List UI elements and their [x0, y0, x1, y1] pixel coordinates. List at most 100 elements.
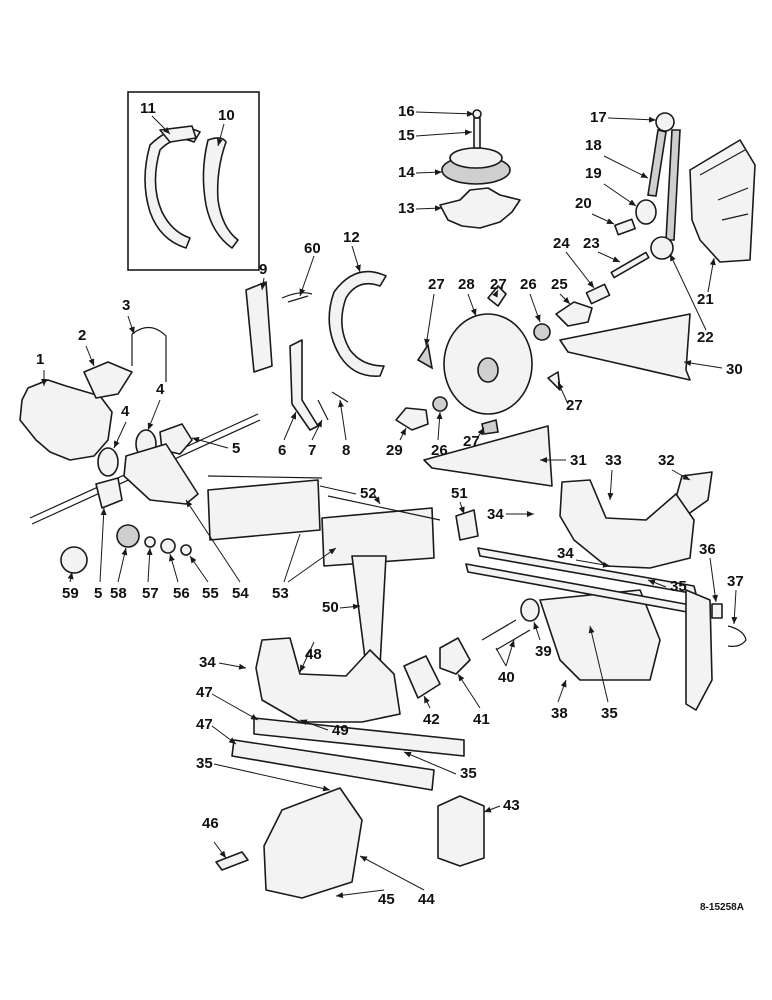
callout-37: 37: [727, 573, 744, 590]
part-58-sprocket: [116, 524, 140, 548]
part-11-shoe: [144, 127, 201, 249]
part-12-shoe: [328, 270, 387, 377]
callout-41: 41: [473, 711, 490, 728]
callout-44: 44: [418, 891, 435, 908]
callout-24: 24: [553, 235, 570, 252]
leader-lines: [41, 110, 738, 899]
callout-17: 17: [590, 109, 607, 126]
part-42-bracket: [403, 655, 441, 699]
inset-frame: [127, 91, 260, 271]
part-19-bushing: [635, 199, 657, 225]
part-15-bolt: [473, 117, 481, 149]
part-50-tube: [351, 555, 387, 667]
callout-11: 11: [140, 100, 156, 117]
callout-5-left: 5: [94, 585, 102, 602]
part-26-bearing-upper: [533, 323, 551, 341]
callout-15: 15: [398, 127, 415, 144]
callout-45: 45: [378, 891, 395, 908]
callout-16: 16: [398, 103, 415, 120]
part-43-bracket: [437, 795, 485, 867]
callout-57: 57: [142, 585, 159, 602]
callout-27-top: 27: [490, 276, 507, 293]
part-60-pin: [281, 292, 313, 303]
part-53-tube-lower: [321, 507, 435, 567]
part-25-bracket: [555, 301, 593, 327]
callout-53: 53: [272, 585, 289, 602]
callout-4-left: 4: [121, 403, 130, 420]
callout-23: 23: [583, 235, 600, 252]
callout-29: 29: [386, 442, 403, 459]
part-41-bearing: [439, 637, 471, 675]
part-13-plate: [439, 187, 521, 229]
callout-10: 10: [218, 107, 235, 124]
part-3-ubolt: [131, 326, 167, 382]
part-21-shield: [689, 139, 756, 263]
callout-2: 2: [78, 327, 86, 344]
callout-52: 52: [360, 485, 377, 502]
part-56-spacer: [160, 538, 176, 554]
callout-20: 20: [575, 195, 592, 212]
callout-40: 40: [498, 669, 515, 686]
callout-43: 43: [503, 797, 520, 814]
callout-47-lower: 47: [196, 716, 213, 733]
part-17-sprocket: [655, 112, 675, 132]
part-37-clip: [727, 625, 747, 647]
callout-27-right: 27: [566, 397, 583, 414]
part-47-bar-upper: [253, 717, 465, 757]
callout-54: 54: [232, 585, 249, 602]
callout-34-bottom: 34: [199, 654, 216, 671]
part-40-pins: [481, 619, 531, 651]
part-7-pin: [317, 399, 329, 421]
callout-26-top: 26: [520, 276, 537, 293]
callout-34-mid: 34: [557, 545, 574, 562]
callout-55: 55: [202, 585, 219, 602]
part-29-bearing: [395, 407, 429, 431]
part-23-shaft: [610, 251, 650, 279]
callout-36: 36: [699, 541, 716, 558]
callout-31: 31: [570, 452, 587, 469]
part-44-shoe: [263, 787, 363, 899]
part-52-rod-a: [207, 475, 323, 479]
callout-25: 25: [551, 276, 568, 293]
callout-35-mid: 35: [460, 765, 477, 782]
part-8-bolt: [331, 391, 349, 403]
part-2-plate: [83, 361, 133, 399]
callout-32: 32: [658, 452, 675, 469]
callout-35-left: 35: [196, 755, 213, 772]
part-46-key: [215, 851, 249, 871]
callout-39: 39: [535, 643, 552, 660]
callout-60: 60: [304, 240, 321, 257]
callout-19: 19: [585, 165, 602, 182]
callout-58: 58: [110, 585, 127, 602]
part-59-sprocket: [60, 546, 88, 574]
part-33-frame: [559, 479, 695, 569]
part-5-bearing-left: [95, 477, 123, 509]
part-26-bearing-lower: [432, 396, 448, 412]
callout-12: 12: [343, 229, 360, 246]
part-31-trough: [423, 425, 553, 487]
part-51-coupler: [455, 509, 479, 541]
callout-34-top: 34: [487, 506, 504, 523]
callout-labels: 11 10 16 15 14 13 17 18 19 20 23 24 21 2…: [36, 100, 744, 913]
callout-27-top-left: 27: [428, 276, 445, 293]
part-48-frame: [255, 637, 401, 723]
callout-38: 38: [551, 705, 568, 722]
part-18-chain: [647, 129, 667, 197]
part-4-collar-left: [97, 447, 119, 477]
part-28-hub: [477, 357, 499, 383]
part-20-pin: [614, 218, 636, 236]
callout-26-bottom: 26: [431, 442, 448, 459]
callout-51: 51: [451, 485, 468, 502]
callout-9: 9: [259, 261, 267, 278]
part-21-shield-edge: [699, 149, 749, 221]
callout-27-bottom: 27: [463, 433, 480, 450]
callout-35-right: 35: [670, 578, 687, 595]
callout-50: 50: [322, 599, 339, 616]
callout-13: 13: [398, 200, 415, 217]
callout-42: 42: [423, 711, 440, 728]
part-55-washer: [180, 544, 192, 556]
part-27-clip-left: [416, 342, 434, 370]
callout-48: 48: [305, 646, 322, 663]
callout-21: 21: [697, 291, 714, 308]
